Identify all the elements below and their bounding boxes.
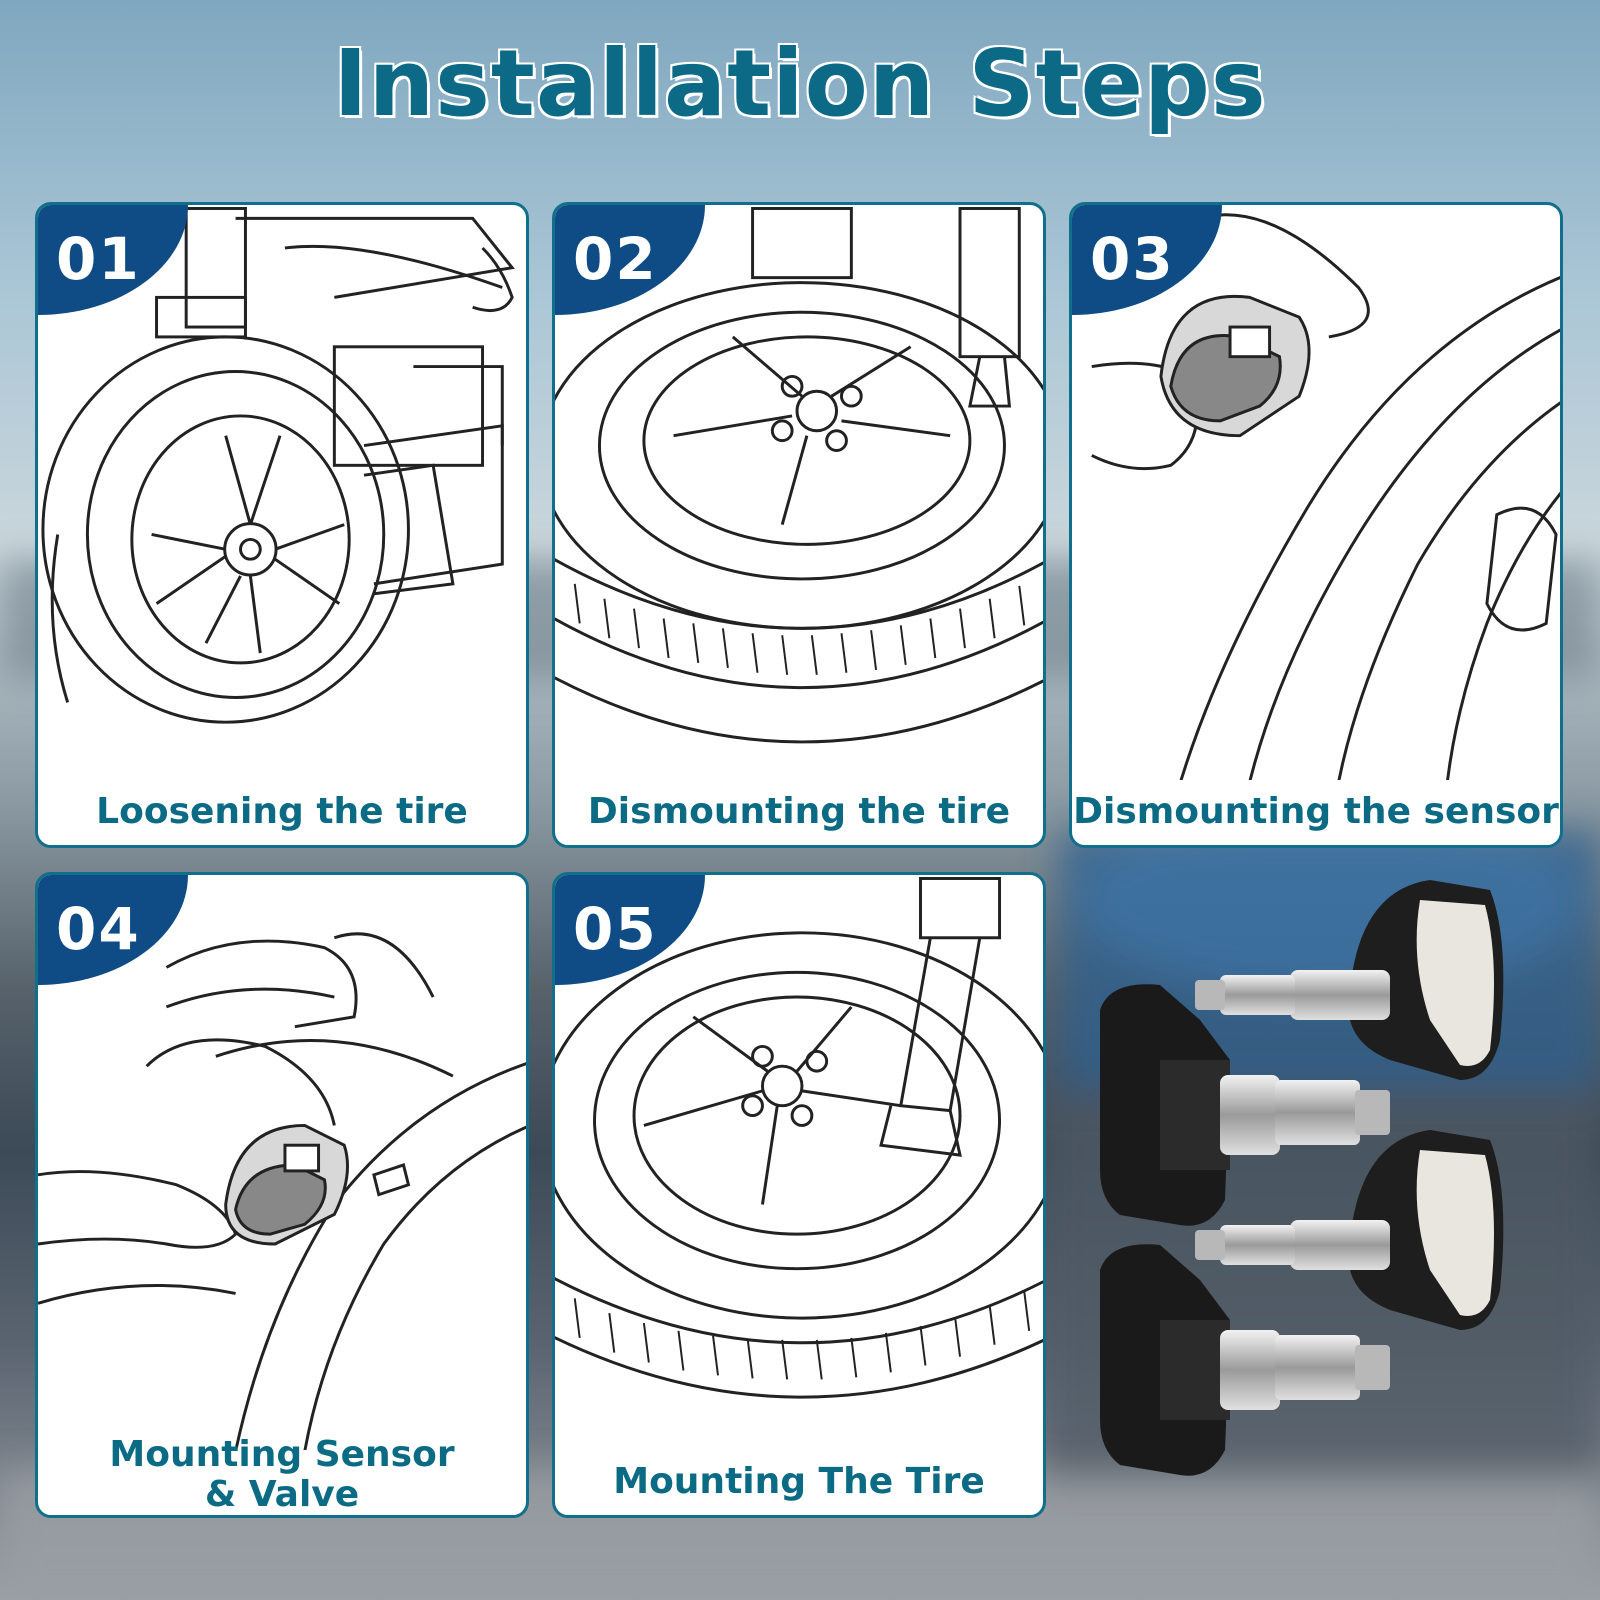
sensor-unit-1: [1195, 880, 1504, 1080]
step-number: 01: [56, 225, 141, 293]
step-number: 03: [1090, 225, 1175, 293]
step-card-2: 02 Dismounting the tire: [552, 202, 1046, 848]
sensor-unit-4: [1100, 1244, 1390, 1476]
step-number: 04: [56, 895, 141, 963]
step-card-5: 05 Mounting The Tire: [552, 872, 1046, 1518]
step-card-4: 04 Mounting Sensor & Valve: [35, 872, 529, 1518]
step-number: 05: [573, 895, 658, 963]
step-caption: Loosening the tire: [96, 791, 468, 832]
sensor-body: [1159, 294, 1311, 438]
step-number: 02: [573, 225, 658, 293]
wheel-illustration: [555, 207, 1043, 744]
step-card-1: 01 Loosening the tire: [35, 202, 529, 848]
tpms-sensor-illustration: [1091, 213, 1560, 780]
sensor-body: [224, 1123, 350, 1246]
tire-changer-illustration: [41, 207, 515, 724]
step-caption: Dismounting the sensor: [1073, 791, 1559, 832]
step-caption: Mounting The Tire: [613, 1461, 985, 1502]
tpms-sensor-product: [1100, 880, 1504, 1476]
step-caption: Dismounting the tire: [587, 791, 1011, 832]
sensor-unit-3: [1195, 1130, 1504, 1330]
hand-illustration: [38, 932, 526, 1450]
step-caption-line-2: & Valve: [204, 1474, 360, 1515]
wheel-illustration: [555, 877, 1043, 1399]
step-card-3: 03 Dismounting the sensor: [1069, 202, 1563, 848]
step-caption-line-1: Mounting Sensor: [109, 1434, 455, 1475]
sensor-unit-2: [1100, 984, 1390, 1226]
page-title: Installation Steps: [333, 30, 1267, 137]
